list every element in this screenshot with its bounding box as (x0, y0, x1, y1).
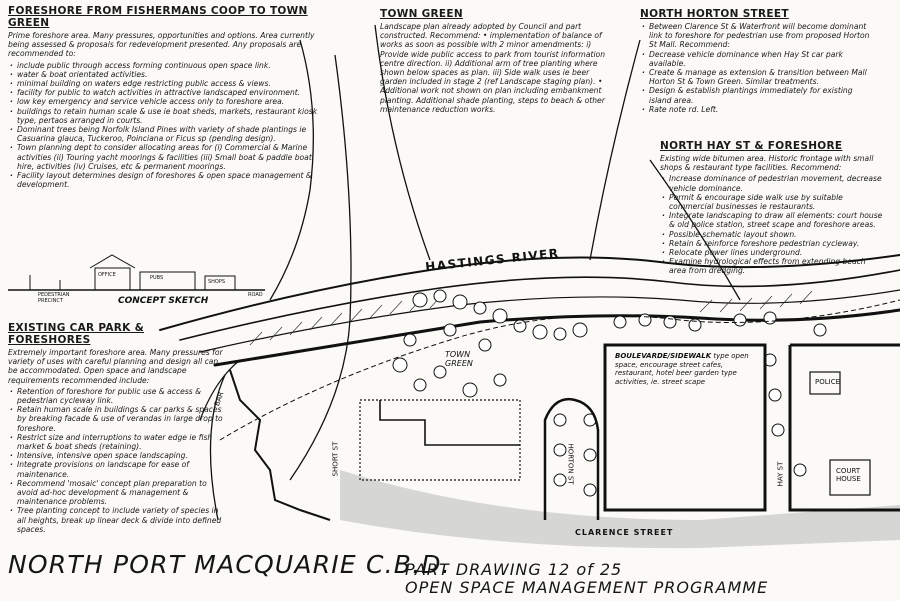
list-item: Retain human scale in buildings & car pa… (10, 405, 223, 433)
town-green-label: TOWN GREEN (445, 350, 473, 368)
list-item: facility for public to watch activities … (10, 88, 328, 97)
note-heading: NORTH HORTON STREET (640, 8, 789, 20)
list-item: Intensive, intensive open space landscap… (10, 451, 223, 460)
note-intro: Prime foreshore area. Many pressures, op… (8, 31, 315, 59)
list-item: Create & manage as extension & transitio… (642, 68, 870, 86)
boulevarde-title: BOULEVARDE/SIDEWALK (615, 352, 712, 360)
note-body: Landscape plan already adopted by Counci… (380, 22, 606, 114)
sketch-label-road: ROAD (248, 292, 263, 298)
building-blocks (359, 343, 900, 512)
note-north-hay: NORTH HAY ST & FORESHORE Existing wide b… (660, 140, 885, 276)
list-item: Town planning dept to consider allocatin… (10, 143, 328, 171)
sketch-caption: CONCEPT SKETCH (118, 296, 209, 306)
list-item: Retention of foreshore for public use & … (10, 387, 223, 405)
list-item: Recommend 'mosaic' concept plan preparat… (10, 479, 223, 507)
list-item: Dominant trees being Norfolk Island Pine… (10, 125, 328, 143)
car-park-boundary (229, 369, 331, 521)
list-item: minimal building on waters edge restrict… (10, 79, 328, 88)
list-item: Design & establish plantings immediately… (642, 86, 870, 104)
note-heading: FORESHORE FROM FISHERMANS COOP TO TOWN G… (8, 5, 308, 29)
list-item: Decrease vehicle dominance when Hay St c… (642, 50, 870, 68)
list-item: Facility layout determines design of for… (10, 171, 328, 189)
note-intro: Existing wide bitumen area. Historic fro… (660, 154, 874, 173)
note-town-green: TOWN GREEN Landscape plan already adopte… (380, 8, 615, 116)
note-list: include public through access forming co… (8, 61, 328, 190)
list-item: buildings to retain human scale & use ie… (10, 107, 328, 125)
sketch-label-pubs: PUBS (150, 275, 164, 281)
list-item: Tree planting concept to include variety… (10, 506, 223, 534)
note-heading: EXISTING CAR PARK & FORESHORES (8, 322, 145, 346)
horton-st-island (543, 397, 600, 520)
list-item: Possible schematic layout shown. (662, 230, 885, 239)
list-item: include public through access forming co… (10, 61, 328, 70)
list-item: Restrict size and interruptions to water… (10, 433, 223, 451)
note-fishermans-coop: FORESHORE FROM FISHERMANS COOP TO TOWN G… (8, 5, 328, 189)
list-item: water & boat orientated activities. (10, 70, 328, 79)
boulevarde-note: type open space, encourage street cafes,… (615, 352, 749, 386)
drawing-number: PART DRAWING 12 of 25 (405, 560, 623, 579)
list-item: Examine hydrological effects from extend… (662, 257, 885, 275)
list-item: Between Clarence St & Waterfront will be… (642, 22, 870, 50)
list-item: Integrate provisions on landscape for ea… (10, 460, 223, 478)
list-item: Increase dominance of pedestrian movemen… (662, 174, 885, 192)
concept-sketch (8, 254, 265, 291)
boulevarde-label: BOULEVARDE/SIDEWALK type open space, enc… (615, 352, 755, 386)
list-item: Rate note rd. Left. (642, 105, 870, 114)
note-heading: TOWN GREEN (380, 8, 463, 20)
list-item: Permit & encourage side walk use by suit… (662, 193, 885, 211)
drawing-title: NORTH PORT MACQUARIE C.B.D. (8, 550, 451, 579)
list-item: Integrate landscaping to draw all elemen… (662, 211, 885, 229)
police-label: POLICE (815, 378, 841, 386)
horton-st-label: HORTON ST (566, 443, 575, 485)
court-house-label: COURT HOUSE (836, 467, 861, 483)
note-intro: Extremely important foreshore area. Many… (8, 348, 223, 385)
note-list: Retention of foreshore for public use & … (8, 387, 223, 534)
road-band (340, 470, 900, 549)
sketch-label-office: OFFICE (98, 272, 116, 278)
clarence-st-label: CLARENCE STREET (575, 528, 674, 537)
tree-plantings (392, 289, 827, 497)
list-item: Relocate power lines underground. (662, 248, 885, 257)
note-car-park: EXISTING CAR PARK & FORESHORES Extremely… (8, 322, 223, 534)
hay-st-label: HAY ST (776, 461, 785, 487)
cycleway-path (219, 299, 900, 441)
list-item: low key emergency and service vehicle ac… (10, 97, 328, 106)
list-item: Retain & reinforce foreshore pedestrian … (662, 239, 885, 248)
note-heading: NORTH HAY ST & FORESHORE (660, 140, 843, 152)
note-list: Increase dominance of pedestrian movemen… (660, 174, 885, 275)
sketch-label-precinct: PEDESTRIAN PRECINCT (38, 292, 70, 304)
short-st-label: SHORT ST (331, 441, 340, 477)
sketch-label-shops: SHOPS (208, 279, 226, 285)
note-list: Between Clarence St & Waterfront will be… (640, 22, 870, 114)
programme-title: OPEN SPACE MANAGEMENT PROGRAMME (405, 578, 769, 597)
note-north-horton: NORTH HORTON STREET Between Clarence St … (640, 8, 870, 114)
